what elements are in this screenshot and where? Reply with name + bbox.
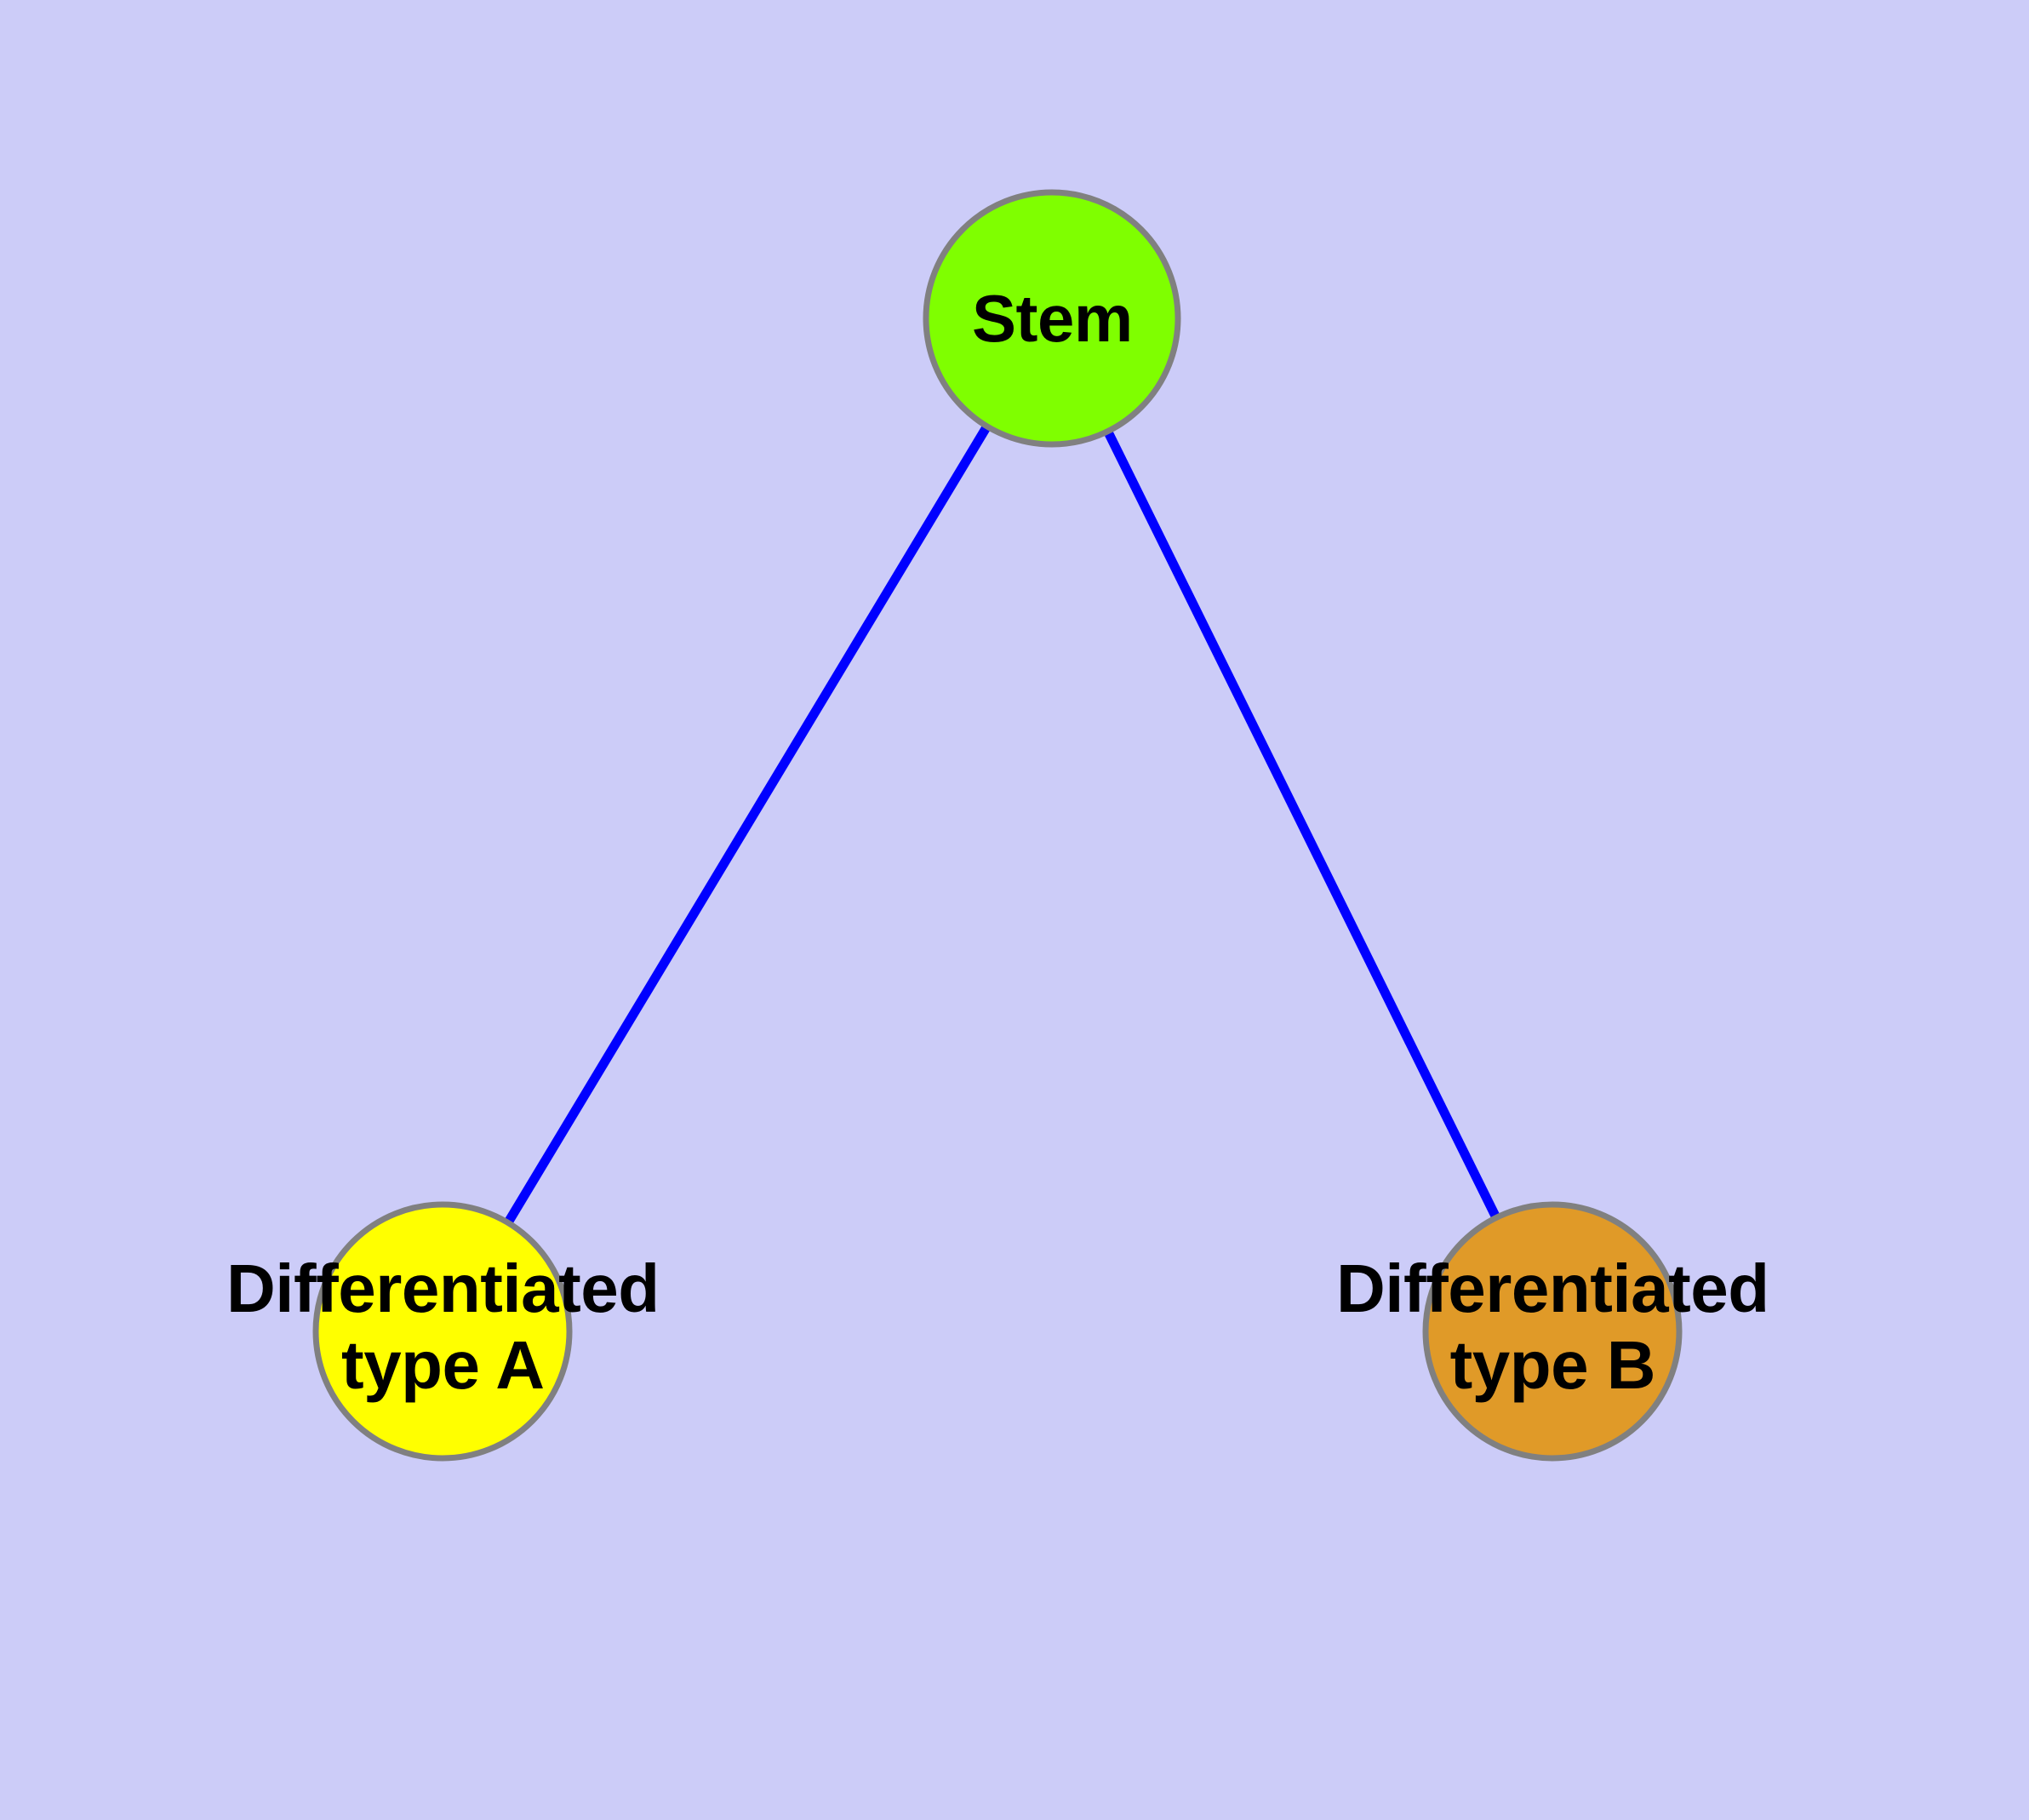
graph-edge-stem-to-diff-a[interactable] xyxy=(438,316,1056,1334)
graph-node-diff-b[interactable] xyxy=(1422,1201,1683,1462)
graph-node-diff-a[interactable] xyxy=(312,1201,573,1462)
node-layer xyxy=(312,189,1683,1462)
edge-layer xyxy=(438,316,1557,1334)
graph-node-stem[interactable] xyxy=(923,189,1181,448)
graph-edge-stem-to-diff-b[interactable] xyxy=(1048,316,1557,1334)
